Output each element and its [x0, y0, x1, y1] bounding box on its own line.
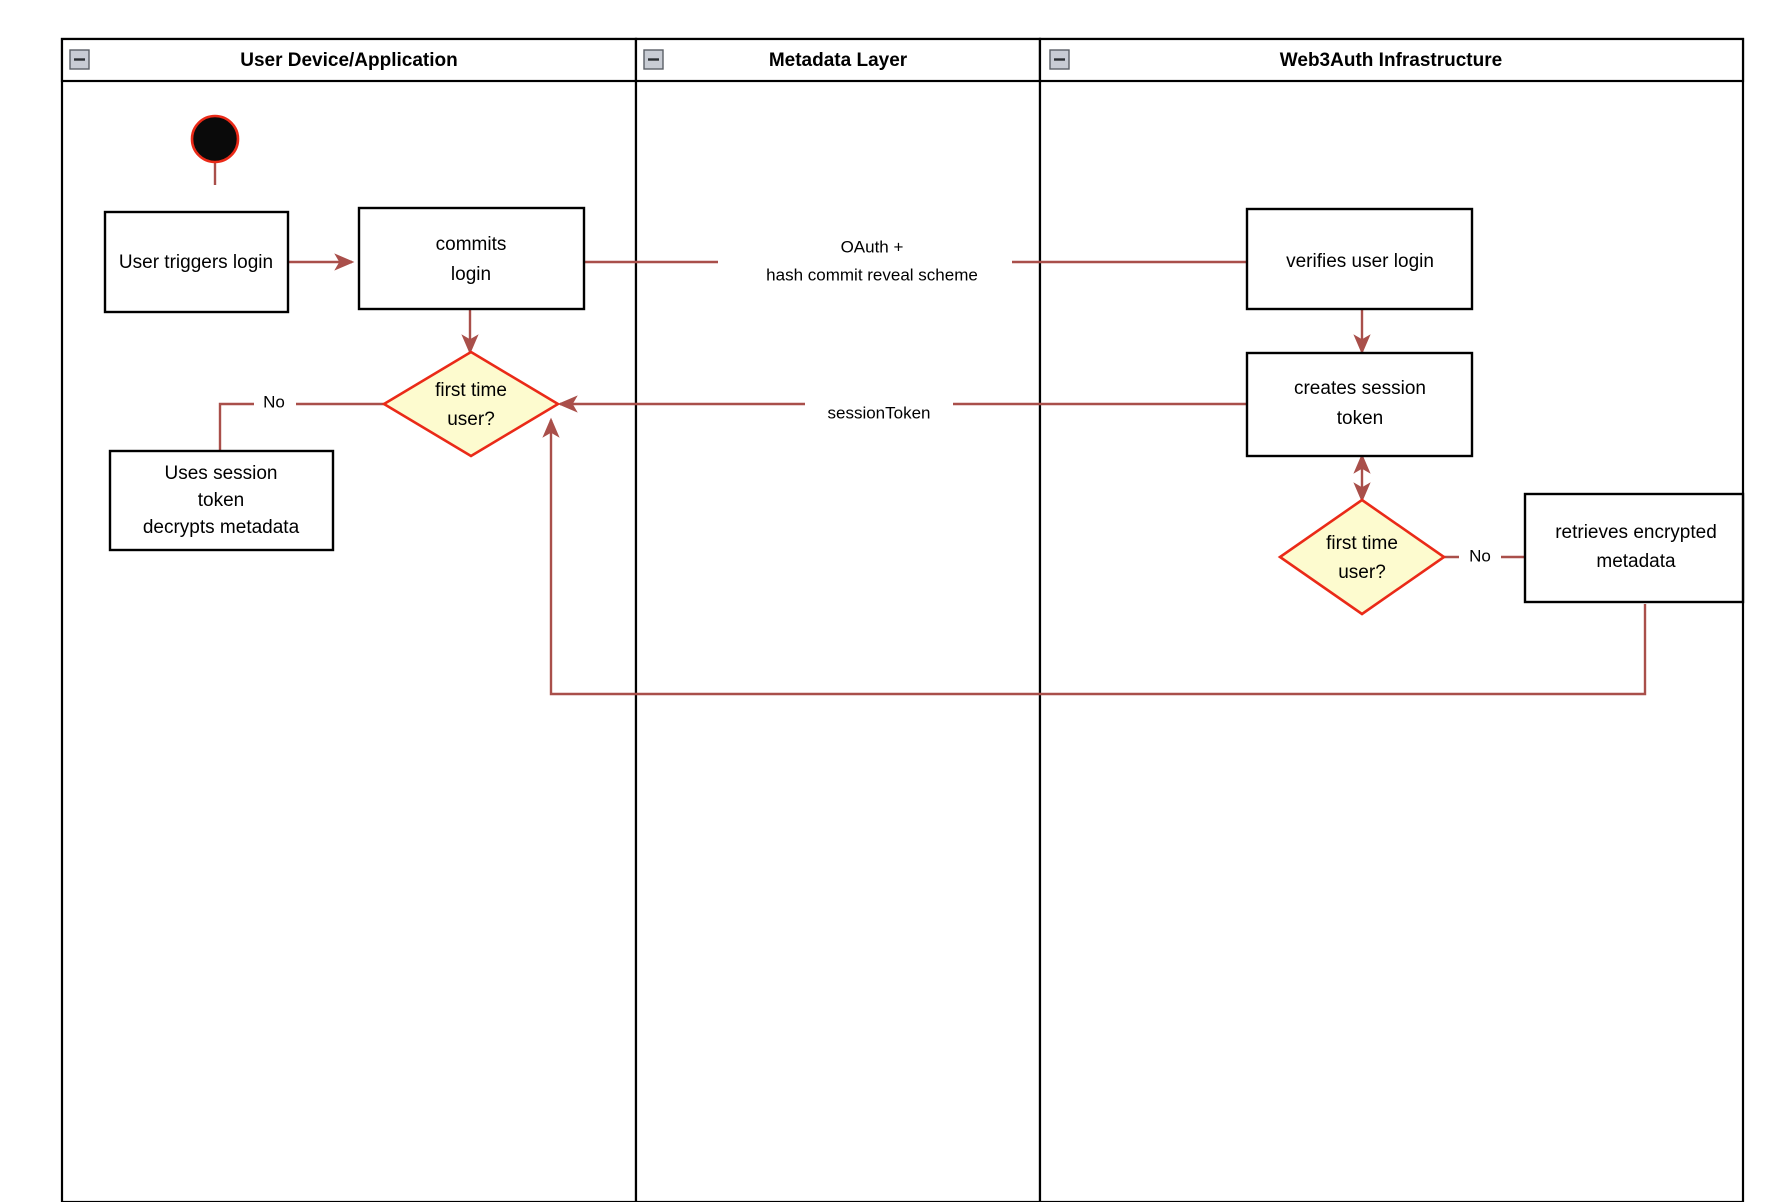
edge-label-session-token: sessionToken: [805, 401, 953, 427]
node-label-line1: first time: [1326, 533, 1398, 554]
node-retrieves-encrypted-metadata[interactable]: retrieves encrypted metadata: [1523, 492, 1745, 604]
node-decision-first-time-user-left[interactable]: first time user?: [381, 350, 561, 458]
node-decision-first-time-user-right[interactable]: first time user?: [1277, 498, 1447, 616]
node-label-line2: user?: [1338, 562, 1386, 583]
node-label-line1: commits: [436, 234, 507, 255]
node-label-line2: token: [1337, 408, 1383, 429]
lane-title: Web3Auth Infrastructure: [1280, 50, 1502, 71]
node-commits-login[interactable]: commits login: [357, 206, 586, 311]
edge-label: No: [1469, 546, 1491, 565]
minus-icon[interactable]: [69, 49, 90, 70]
node-label: verifies user login: [1286, 251, 1434, 272]
minus-icon[interactable]: [643, 49, 664, 70]
node-label-line1: first time: [435, 380, 507, 401]
node-label-line2: login: [451, 264, 491, 285]
edge-label: sessionToken: [827, 403, 930, 422]
edge-label-no-right: No: [1459, 545, 1501, 571]
flow-retrieves-metadata-back-to-decision-left: [542, 417, 1647, 696]
node-label-line1: creates session: [1294, 378, 1426, 399]
edge-label-no-left: No: [254, 391, 296, 417]
edge-label: No: [263, 392, 285, 411]
node-label-line3: decrypts metadata: [143, 517, 300, 538]
node-label-line1: Uses session: [165, 463, 278, 484]
flow-decision-left-no-to-uses-session-token: [218, 402, 396, 451]
edge-label-oauth: OAuth + hash commit reveal scheme: [718, 232, 1012, 284]
edge-label-line2: hash commit reveal scheme: [766, 265, 978, 284]
node-label-line2: metadata: [1596, 551, 1676, 572]
edge-label-line1: OAuth +: [841, 237, 904, 256]
lane-metadata[interactable]: Metadata Layer: [634, 37, 1042, 1202]
node-label-line1: retrieves encrypted: [1555, 522, 1717, 543]
node-label: User triggers login: [119, 252, 273, 273]
node-verifies-user-login[interactable]: verifies user login: [1245, 207, 1474, 311]
start-node[interactable]: [190, 114, 240, 164]
node-creates-session-token[interactable]: creates session token: [1245, 351, 1474, 458]
node-label-line2: user?: [447, 409, 495, 430]
node-label-line2: token: [198, 490, 244, 511]
lane-title: Metadata Layer: [769, 50, 908, 71]
node-user-triggers-login[interactable]: User triggers login: [103, 210, 290, 314]
minus-icon[interactable]: [1049, 49, 1070, 70]
node-uses-session-token[interactable]: Uses session token decrypts metadata: [108, 449, 335, 552]
lane-title: User Device/Application: [240, 50, 458, 71]
